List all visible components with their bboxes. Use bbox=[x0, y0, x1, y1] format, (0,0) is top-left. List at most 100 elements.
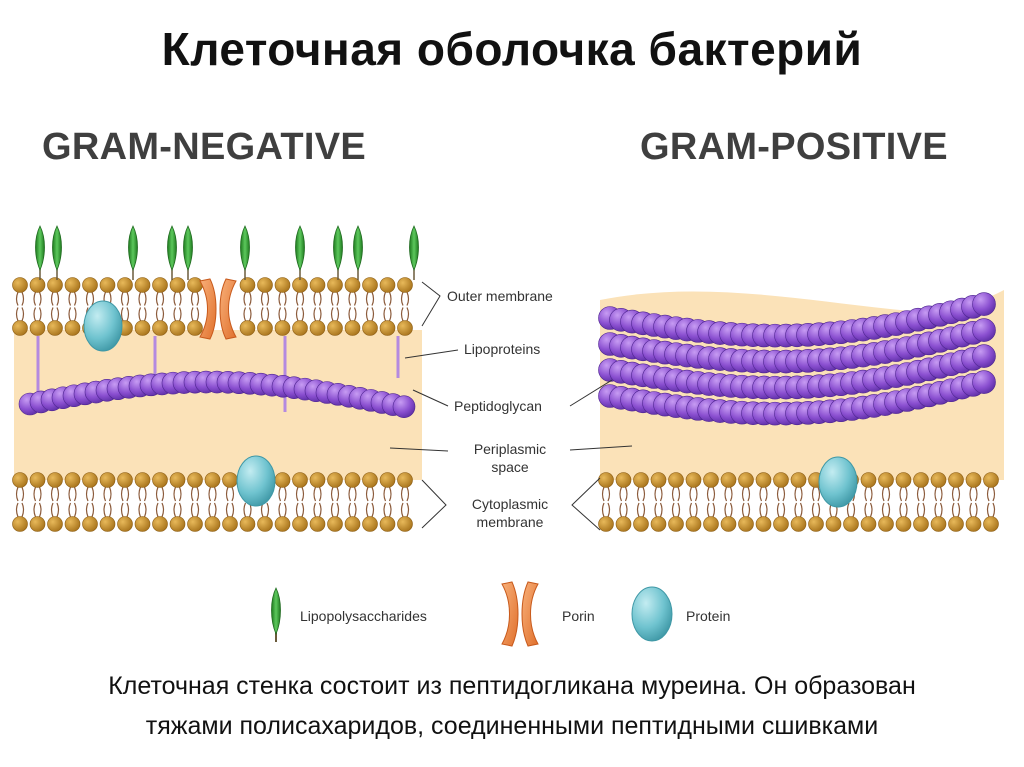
lipid-tail bbox=[68, 307, 72, 322]
lipid-tail bbox=[318, 307, 322, 322]
lipid-head bbox=[29, 516, 46, 532]
lipid-head bbox=[362, 472, 378, 488]
lipid-tail bbox=[365, 486, 369, 502]
lipid-tail bbox=[91, 291, 95, 306]
lipid-head bbox=[134, 472, 151, 488]
lipid-head bbox=[99, 472, 116, 488]
peptidoglycan-bead bbox=[972, 370, 996, 394]
lipid-tail bbox=[56, 291, 60, 306]
lipid-head bbox=[895, 472, 912, 488]
lipid-head bbox=[12, 472, 28, 488]
lipid-head bbox=[397, 516, 413, 532]
label-lipoproteins: Lipoproteins bbox=[464, 341, 540, 357]
lipid-tail bbox=[388, 502, 392, 518]
lipid-tail bbox=[120, 502, 124, 518]
lipid-tail bbox=[15, 307, 19, 322]
lipopolysaccharide-icon bbox=[271, 587, 281, 642]
lipid-head bbox=[790, 472, 807, 488]
lipid-tail bbox=[155, 291, 159, 306]
lipid-tail bbox=[899, 502, 903, 518]
lipid-head bbox=[327, 320, 343, 336]
lipid-tail bbox=[38, 502, 42, 518]
lipid-tail bbox=[353, 502, 357, 518]
lipid-tail bbox=[916, 486, 920, 502]
lipid-head bbox=[362, 320, 378, 336]
lipid-head bbox=[187, 277, 203, 293]
lipid-tail bbox=[248, 307, 252, 322]
lipid-tail bbox=[677, 502, 681, 518]
lipid-tail bbox=[659, 502, 663, 518]
lipid-head bbox=[82, 516, 98, 532]
lipid-head bbox=[274, 320, 291, 336]
lipid-head bbox=[379, 320, 396, 336]
lipid-tail bbox=[173, 291, 177, 306]
lipid-head bbox=[362, 277, 378, 293]
lipid-head bbox=[64, 320, 81, 336]
lipid-tail bbox=[869, 486, 873, 502]
lipid-head bbox=[117, 472, 133, 488]
lipid-tail bbox=[406, 502, 410, 518]
cytoplasmic-membrane-gram-positive bbox=[598, 472, 999, 532]
lipid-tail bbox=[190, 502, 194, 518]
lipid-tail bbox=[155, 486, 159, 502]
lipid-tail bbox=[103, 486, 107, 502]
label-outer-membrane: Outer membrane bbox=[447, 288, 553, 304]
lipid-tail bbox=[869, 502, 873, 518]
outer-membrane-gram-negative bbox=[12, 277, 413, 336]
callout-lipoproteins bbox=[404, 349, 459, 359]
lipid-head bbox=[292, 472, 308, 488]
lipid-tail bbox=[759, 486, 763, 502]
lipid-tail bbox=[383, 486, 387, 502]
lipid-tail bbox=[313, 307, 317, 322]
lipid-tail bbox=[400, 502, 404, 518]
lipid-head bbox=[274, 516, 291, 532]
lipid-tail bbox=[243, 502, 247, 518]
lipid-tail bbox=[636, 502, 640, 518]
lipid-tail bbox=[864, 486, 868, 502]
lipid-head bbox=[64, 277, 81, 293]
lipid-tail bbox=[852, 502, 856, 518]
lipid-tail bbox=[155, 307, 159, 322]
gram-negative-heading: GRAM-NEGATIVE bbox=[42, 126, 367, 168]
lipid-tail bbox=[126, 291, 130, 306]
lipid-tail bbox=[887, 502, 891, 518]
lipid-head bbox=[773, 472, 789, 488]
lipid-tail bbox=[161, 291, 165, 306]
lipid-tail bbox=[957, 486, 961, 502]
lipid-head bbox=[47, 320, 63, 336]
lipid-tail bbox=[143, 307, 147, 322]
lipid-tail bbox=[73, 502, 77, 518]
lipid-tail bbox=[365, 291, 369, 306]
lipid-head bbox=[633, 516, 649, 532]
lipid-head bbox=[650, 472, 667, 488]
lipopolysaccharide-icon bbox=[35, 225, 45, 272]
caption-line-1: Клеточная стенка состоит из пептидоглика… bbox=[108, 672, 916, 700]
lipid-head bbox=[222, 516, 238, 532]
legend: Lipopolysaccharides Porin Protein bbox=[271, 581, 730, 647]
lipid-tail bbox=[776, 486, 780, 502]
lipid-tail bbox=[178, 291, 182, 306]
lipid-tail bbox=[782, 502, 786, 518]
lipid-head bbox=[204, 472, 221, 488]
lipid-tail bbox=[741, 486, 745, 502]
lipid-tail bbox=[260, 291, 264, 306]
lipid-head bbox=[878, 516, 894, 532]
lipid-head bbox=[738, 516, 754, 532]
lipid-tail bbox=[33, 502, 37, 518]
lipid-tail bbox=[694, 502, 698, 518]
lipid-tail bbox=[729, 486, 733, 502]
lipid-tail bbox=[957, 502, 961, 518]
lipid-tail bbox=[91, 486, 95, 502]
lipid-head bbox=[379, 472, 396, 488]
lipid-tail bbox=[601, 502, 605, 518]
lipid-tail bbox=[108, 502, 112, 518]
lipid-tail bbox=[190, 486, 194, 502]
lipid-head bbox=[825, 516, 842, 532]
lipopolysaccharide-icon bbox=[240, 225, 250, 272]
lipid-head bbox=[82, 472, 98, 488]
lipid-head bbox=[274, 277, 291, 293]
callout-lines bbox=[389, 281, 633, 531]
lipid-tail bbox=[904, 486, 908, 502]
lipid-tail bbox=[295, 307, 299, 322]
lipid-tail bbox=[864, 502, 868, 518]
